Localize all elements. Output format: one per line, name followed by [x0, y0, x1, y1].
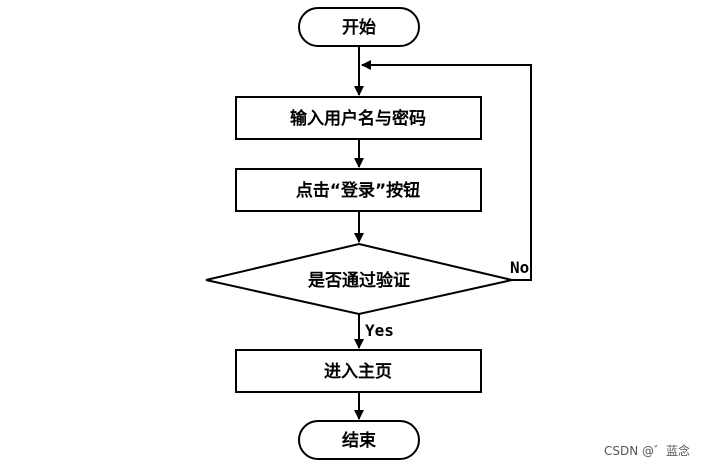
no-label: No: [510, 258, 529, 277]
end-node: 结束: [298, 420, 420, 460]
start-label: 开始: [342, 17, 376, 38]
enter-node: 进入主页: [235, 349, 482, 393]
start-node: 开始: [298, 7, 420, 47]
enter-label: 进入主页: [324, 361, 392, 382]
yes-label: Yes: [365, 321, 394, 340]
input-label: 输入用户名与密码: [290, 108, 426, 129]
decision-node: 是否通过验证: [205, 242, 513, 316]
input-node: 输入用户名与密码: [235, 96, 482, 140]
click-label: 点击“登录”按钮: [296, 180, 420, 201]
watermark: CSDN @゛蓝念: [604, 443, 690, 458]
click-node: 点击“登录”按钮: [235, 168, 482, 212]
edge-no-loop: [361, 60, 532, 281]
end-label: 结束: [342, 430, 376, 451]
decision-label: 是否通过验证: [308, 270, 410, 291]
